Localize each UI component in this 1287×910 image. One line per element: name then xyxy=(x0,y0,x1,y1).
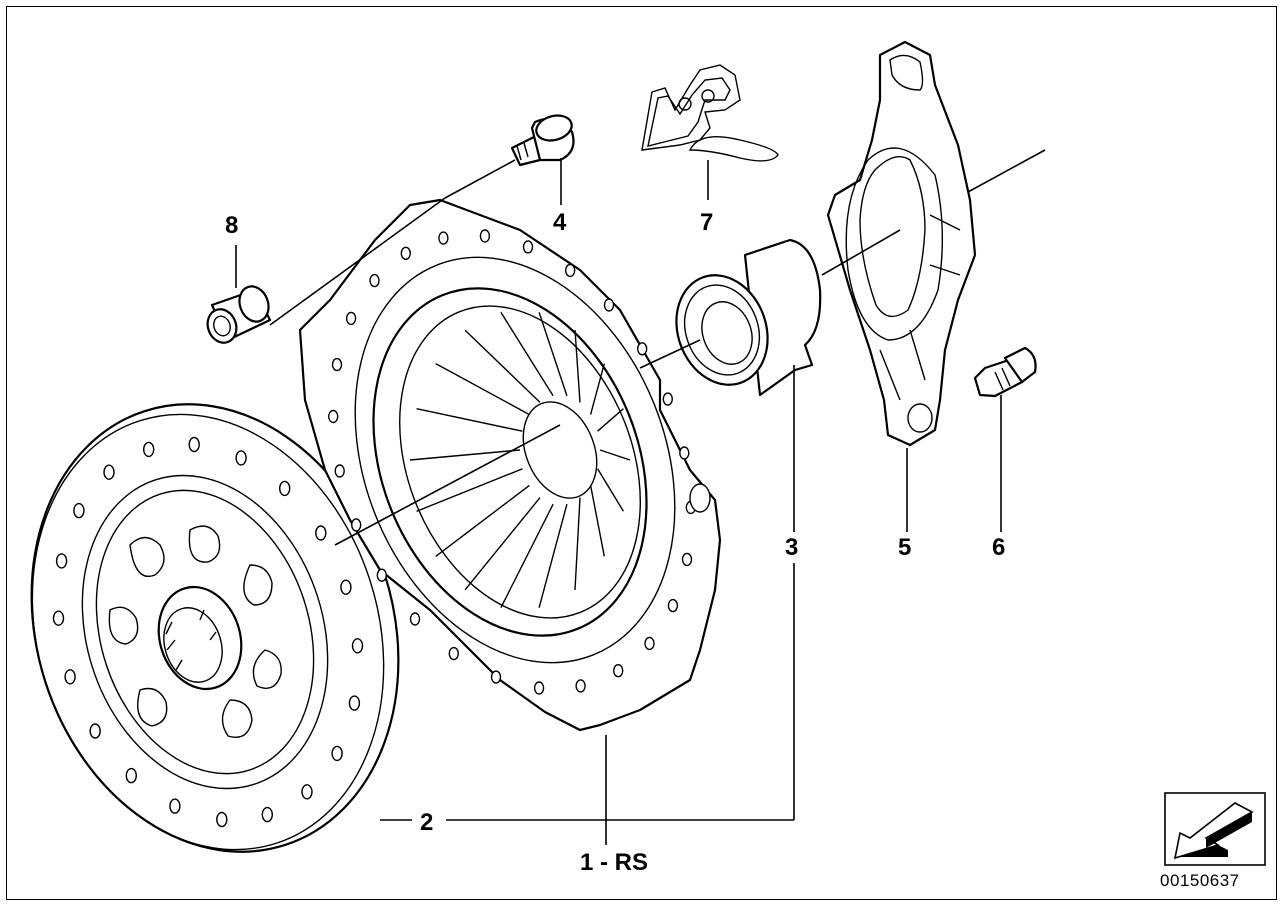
spring-finger xyxy=(597,468,624,512)
spring-finger xyxy=(435,484,530,557)
direction-arrow-icon xyxy=(1173,802,1254,860)
plate-hole xyxy=(351,518,362,532)
plate-hole xyxy=(448,646,459,661)
spring-finger xyxy=(538,312,568,397)
plate-hole xyxy=(409,612,421,626)
plate-hole xyxy=(575,679,586,693)
label-part-1: 1 - RS xyxy=(580,849,648,876)
disc-hole xyxy=(235,450,247,466)
label-part-6: 6 xyxy=(992,534,1005,561)
disc-hole xyxy=(188,436,200,453)
plate-hole xyxy=(376,568,387,582)
disc-hole xyxy=(340,579,352,595)
disc-hole xyxy=(348,695,361,711)
spring-finger xyxy=(435,362,530,416)
disc-hole xyxy=(73,502,85,519)
bolt xyxy=(510,114,575,167)
plate-hole xyxy=(334,464,345,478)
spring-finger xyxy=(589,363,605,415)
label-part-4: 4 xyxy=(553,209,567,236)
disc-hole xyxy=(261,806,273,823)
disc-hole xyxy=(216,811,228,828)
plate-hole xyxy=(565,263,576,278)
spring-finger xyxy=(574,497,581,590)
plate-hole xyxy=(479,229,491,243)
disc-hole xyxy=(125,767,138,784)
spring-finger xyxy=(500,311,554,397)
diagram-frame xyxy=(6,6,1277,900)
spring-finger xyxy=(464,329,541,403)
direction-arrow-box[interactable] xyxy=(1164,792,1266,866)
spring-finger xyxy=(574,330,581,403)
plate-hole xyxy=(662,392,673,406)
plate-hole xyxy=(603,298,615,312)
release-bearing xyxy=(675,238,822,397)
plate-hole xyxy=(522,240,534,254)
disc-hole xyxy=(301,784,313,800)
spring-finger xyxy=(538,504,568,608)
plate-hole xyxy=(328,409,339,424)
leader-lines xyxy=(235,149,1046,845)
spring-finger xyxy=(500,503,554,609)
label-part-3: 3 xyxy=(785,534,798,561)
plate-hole xyxy=(438,231,449,245)
spring-finger xyxy=(416,408,523,432)
plate-hole xyxy=(644,636,655,651)
spring-finger xyxy=(597,408,624,432)
plate-hole xyxy=(681,552,693,567)
spring-finger xyxy=(599,449,631,461)
plate-hole xyxy=(667,598,679,613)
disc-hole xyxy=(103,464,115,480)
part-labels: 8 4 7 3 5 6 2 1 - RS xyxy=(225,209,1005,876)
spring-finger xyxy=(416,468,523,512)
label-part-8: 8 xyxy=(225,212,238,239)
plate-hole xyxy=(345,311,357,326)
spring-finger xyxy=(409,449,521,461)
clutch-disc xyxy=(30,403,400,853)
release-lever xyxy=(826,40,977,447)
label-part-7: 7 xyxy=(700,209,713,236)
plate-hole xyxy=(533,681,545,695)
label-part-2: 2 xyxy=(420,809,433,836)
disc-hole xyxy=(64,669,76,685)
document-id: 00150637 xyxy=(1160,871,1240,890)
disc-hole xyxy=(351,638,364,654)
spring-clip xyxy=(641,64,779,162)
plate-hole xyxy=(613,664,624,678)
disc-hole xyxy=(331,745,343,762)
plate-hole xyxy=(490,670,502,684)
disc-hole xyxy=(52,610,65,626)
guide-sleeve xyxy=(206,285,272,344)
plate-hole xyxy=(331,357,343,372)
plate-hole xyxy=(679,446,690,460)
pressure-plate xyxy=(298,198,722,732)
spring-finger xyxy=(464,497,541,591)
disc-hole xyxy=(55,553,68,569)
plate-hole xyxy=(637,342,648,356)
label-part-5: 5 xyxy=(898,534,911,561)
disc-hole xyxy=(89,723,101,739)
disc-hole xyxy=(279,480,291,497)
disc-hole xyxy=(142,441,155,458)
spring-finger xyxy=(589,485,605,557)
plate-hole xyxy=(400,246,411,261)
disc-hole xyxy=(169,798,181,814)
pivot-pin xyxy=(973,346,1037,398)
disc-hole xyxy=(315,525,327,541)
plate-hole xyxy=(369,273,380,288)
